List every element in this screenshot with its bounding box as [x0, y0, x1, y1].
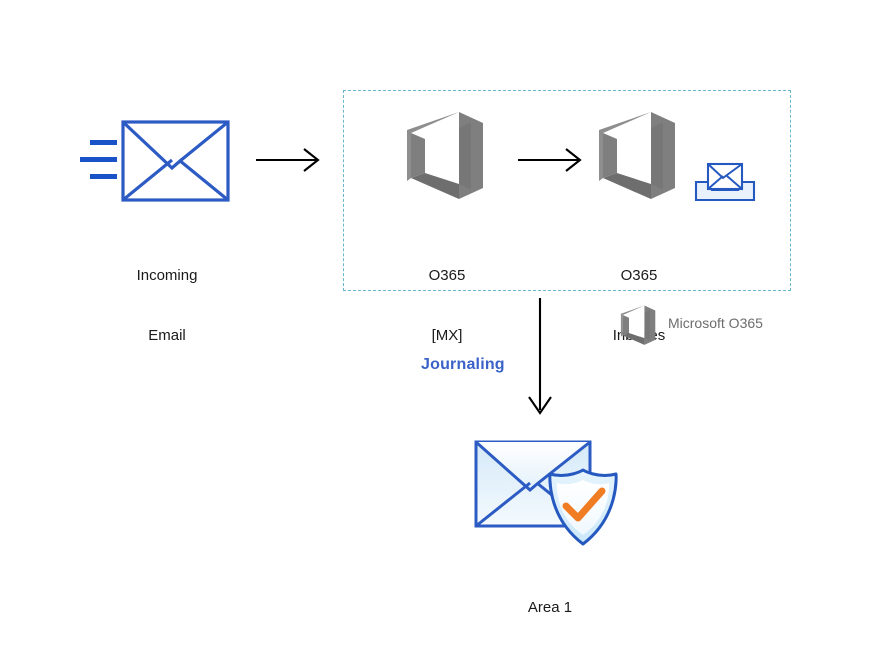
- caption-line: O365: [428, 267, 466, 284]
- arrow-incoming-to-mx: [256, 143, 324, 177]
- microsoft-office-icon: [407, 112, 483, 199]
- arrow-mx-to-inboxes: [518, 143, 586, 177]
- area1-email-security-node[interactable]: [470, 434, 630, 550]
- shield-check-icon: [548, 468, 618, 546]
- legend-label: Microsoft O365: [668, 315, 763, 331]
- area1-caption: Area 1 email security: [470, 558, 630, 653]
- o365-mx-caption: O365 [MX]: [372, 226, 522, 386]
- journaling-edge-label: Journaling: [421, 356, 505, 373]
- o365-inboxes-node[interactable]: [597, 108, 681, 202]
- legend-office-icon-wrap: [620, 303, 658, 347]
- inbox-tray-envelope-badge: [694, 160, 756, 204]
- o365-mx-node[interactable]: [405, 108, 489, 202]
- caption-line: Area 1: [527, 599, 573, 616]
- arrow-inboxes-to-area1: [523, 298, 557, 420]
- caption-line: Email: [148, 327, 186, 344]
- inbox-tray-envelope-icon: [694, 162, 756, 202]
- secure-email-shield-icon: [474, 440, 618, 546]
- caption-line: O365: [620, 267, 658, 284]
- incoming-email-caption: Incoming Email: [92, 226, 242, 386]
- speed-lines-icon: [80, 140, 117, 179]
- microsoft-office-icon: [599, 112, 675, 199]
- caption-line: [MX]: [431, 327, 463, 344]
- microsoft-office-icon: [620, 305, 656, 345]
- caption-line: Incoming: [136, 267, 198, 284]
- incoming-email-node[interactable]: [72, 112, 232, 212]
- envelope-icon: [80, 120, 230, 202]
- microsoft-o365-boundary-zone: [343, 90, 791, 291]
